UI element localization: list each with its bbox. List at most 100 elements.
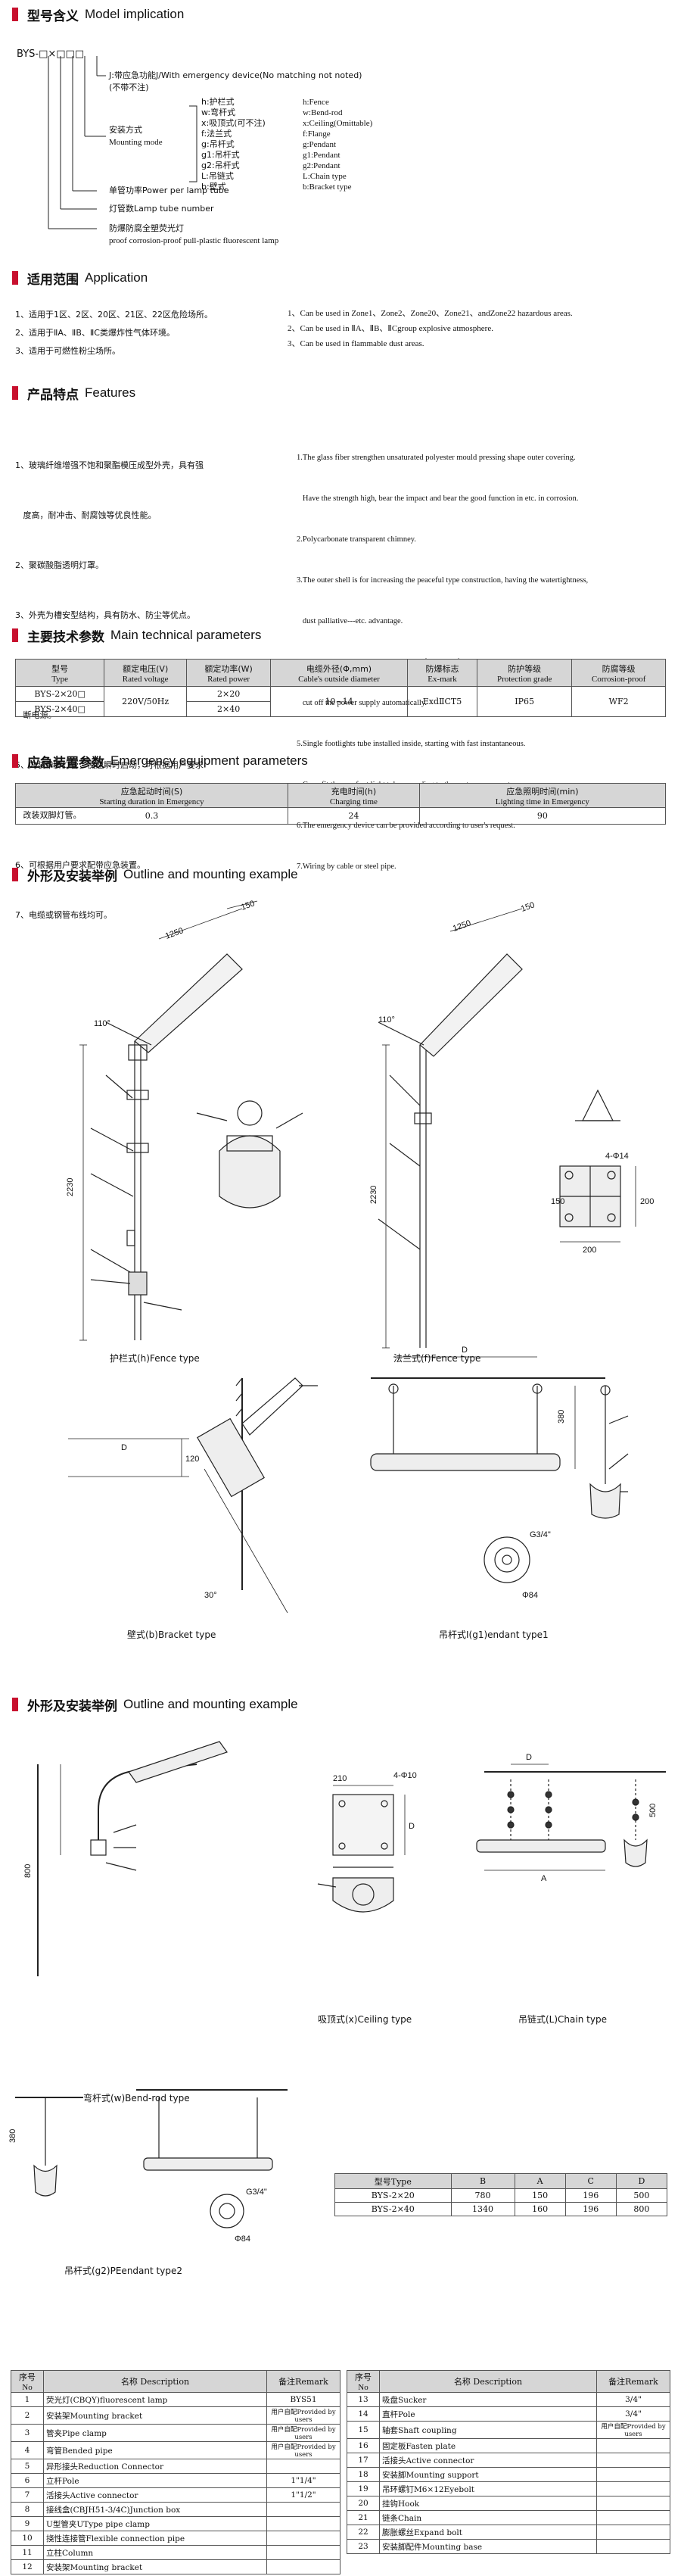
cell-cable: 10~14 (270, 686, 408, 717)
feature-line: 7、电缆或钢管布线均可。 (15, 910, 112, 920)
bendrod-type-drawing (37, 1741, 228, 1976)
dim-label: 150 (520, 900, 536, 914)
cell-power: 2×40 (186, 701, 272, 717)
part-remark (596, 2453, 670, 2468)
section-title-zh: 外形及安装举例 (27, 1698, 117, 1714)
dim-label: 200 (640, 1197, 654, 1206)
mount-mode-zh: 安装方式 (109, 125, 142, 135)
feature-line: 3、外壳为槽安型结构，具有防水、防尘等优点。 (15, 610, 195, 620)
application-item: 1、Can be used in Zone1、Zone2、Zone20、Zone… (288, 309, 573, 318)
part-name: U型管夹UType pipe clamp (43, 2516, 267, 2531)
section-title-zh: 型号含义 (27, 8, 79, 24)
mount-item: f:法兰式 (201, 129, 232, 139)
part-name: 吊环螺钉M6×12Eyebolt (379, 2481, 597, 2496)
col-c: C (564, 2173, 617, 2189)
cell-protection: IP65 (477, 686, 573, 717)
mount-item: h:Fence (303, 98, 329, 107)
part-remark (596, 2510, 670, 2525)
part-no: 16 (347, 2438, 380, 2453)
part-remark: 1"1/4" (266, 2473, 340, 2488)
feature-line: 1、玻璃纤维增强不饱和聚酯模压成型外壳，具有强 (15, 460, 204, 470)
section-marker (12, 8, 18, 21)
caption-flange: 法兰式(f)Fence type (393, 1353, 481, 1364)
cell: 780 (450, 2188, 515, 2203)
col-charge: 充电时间(h)Charging time (288, 783, 420, 808)
part-name: 安装架Mounting bracket (43, 2559, 267, 2574)
application-item: 3、Can be used in flammable dust areas. (288, 339, 424, 348)
part-no: 14 (347, 2406, 380, 2422)
section-outline-2: 外形及安装举例 Outline and mounting example (12, 1696, 298, 1714)
model-code-diagram (48, 56, 197, 229)
section-title-en: Application (85, 270, 148, 285)
dim-label: D (526, 1753, 532, 1762)
part-name: 接线盒(CBJH51-3/4C)Junction box (43, 2502, 267, 2517)
part-no: 8 (11, 2502, 44, 2517)
part-remark: 用户自配Provided by users (266, 2424, 340, 2442)
part-no: 6 (11, 2473, 44, 2488)
cell-power: 2×20 (186, 686, 272, 702)
dim-label: 380 (8, 2129, 17, 2143)
part-name: 管夹Pipe clamp (43, 2424, 267, 2442)
col-b: B (450, 2173, 515, 2189)
feature-line: 2.Polycarbonate transparent chimney. (297, 535, 416, 544)
part-name: 活接头Active connector (43, 2487, 267, 2503)
part-no: 9 (11, 2516, 44, 2531)
feature-line: dust palliative---etc. advantage. (297, 617, 403, 625)
section-title-en: Features (85, 385, 136, 400)
cell: 150 (514, 2188, 566, 2203)
part-remark (266, 2459, 340, 2474)
feature-line: Have the strength high, bear the impact … (297, 494, 579, 503)
part-remark: 用户自配Provided by users (596, 2421, 670, 2439)
col-start: 应急起动时间(S)Starting duration in Emergency (14, 783, 289, 808)
caption-pendant2: 吊杆式(g2)PEendant type2 (64, 2266, 182, 2276)
dim-label: Φ84 (235, 2235, 250, 2244)
part-remark (596, 2438, 670, 2453)
col-power: 额定功率(W)Rated power (186, 659, 272, 687)
caption-bendrod: 弯杆式(w)Bend-rod type (83, 2093, 190, 2104)
part-name: 吸盘Sucker (379, 2392, 597, 2407)
cell-corrosion: WF2 (571, 686, 666, 717)
cell: 196 (564, 2188, 617, 2203)
part-remark (266, 2545, 340, 2560)
part-no: 21 (347, 2510, 380, 2525)
size-table: 型号Type B A C D BYS-2×20 780 150 196 500 … (334, 2173, 668, 2216)
section-title-en: Outline and mounting example (123, 1697, 298, 1711)
cell: 800 (615, 2202, 668, 2216)
outline-drawings-2: 800 210 4-Φ10 D D A 500 380 G3/4" Φ84 (8, 1741, 666, 2244)
part-remark (266, 2531, 340, 2546)
legend-tubes: 灯管数Lamp tube number (109, 204, 214, 214)
callout-label: 110° (378, 1015, 395, 1024)
legend-emergency-note: (不带不注) (109, 83, 149, 92)
dim-label: 4-Φ10 (393, 1771, 417, 1780)
part-no: 11 (11, 2545, 44, 2560)
section-title-en: Emergency equipment parameters (110, 753, 308, 768)
cell-exmark: ExdⅡCT5 (406, 686, 478, 717)
part-no: 19 (347, 2481, 380, 2496)
section-marker (12, 386, 18, 400)
part-remark (596, 2525, 670, 2540)
section-title-en: Outline and mounting example (123, 867, 298, 881)
cell: BYS-2×40 (334, 2202, 452, 2216)
section-title-en: Main technical parameters (110, 628, 262, 642)
mount-item: w:Bend-rod (303, 108, 343, 117)
table-row: BYS-2×20 780 150 196 500 (334, 2188, 668, 2203)
part-no: 7 (11, 2487, 44, 2503)
product-name-zh: 防爆防腐全塑荧光灯 (109, 223, 184, 233)
model-code: BYS-□×□□□ (17, 48, 85, 60)
section-marker (12, 868, 18, 881)
